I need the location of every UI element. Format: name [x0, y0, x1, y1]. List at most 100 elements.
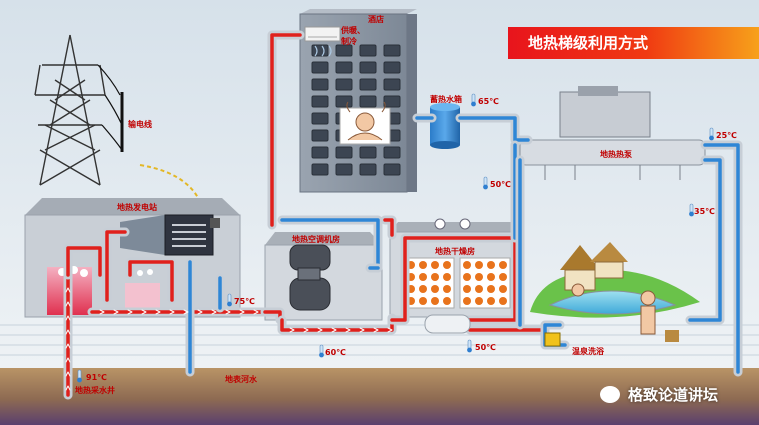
- flow-arrow: [345, 327, 351, 333]
- flow-arrow: [65, 371, 71, 377]
- produce-item: [499, 285, 507, 293]
- flow-arrow: [65, 343, 71, 349]
- produce-item: [499, 297, 507, 305]
- produce-item: [443, 273, 451, 281]
- hotel-window: [311, 95, 329, 108]
- flow-arrow: [239, 309, 245, 315]
- drying-room-label: 地热干燥房: [435, 247, 475, 256]
- flow-arrow: [155, 309, 161, 315]
- hotel-window: [383, 78, 401, 91]
- produce-item: [443, 285, 451, 293]
- pipe-flow: [390, 236, 517, 322]
- thermometer-bulb: [471, 101, 476, 107]
- produce-item: [499, 261, 507, 269]
- ac-room-label: 地热空调机房: [292, 235, 340, 244]
- produce-item: [463, 273, 471, 281]
- flow-arrow: [359, 327, 365, 333]
- produce-item: [419, 285, 427, 293]
- watermark-text: 格致论道讲坛: [628, 386, 719, 404]
- heat-pump-label: 地热热泵: [600, 150, 632, 159]
- hotel-window: [359, 146, 377, 159]
- hotel-window: [383, 44, 401, 57]
- title-banner: 地热梯级利用方式: [508, 27, 759, 59]
- flow-arrow: [303, 327, 309, 333]
- hotel-window: [311, 61, 329, 74]
- thermometer-bulb: [483, 184, 488, 190]
- hotel-window: [359, 95, 377, 108]
- thermometer-bulb: [689, 211, 694, 217]
- flow-arrow: [387, 327, 393, 333]
- produce-item: [431, 261, 439, 269]
- flow-arrow: [65, 329, 71, 335]
- power-station-label: 地热发电站: [117, 203, 157, 212]
- chat-bubble-icon: [600, 386, 620, 403]
- flow-arrow: [127, 309, 133, 315]
- geo-well-label: 地热采水井: [75, 386, 115, 395]
- flow-arrow: [113, 309, 119, 315]
- hotel-window: [359, 61, 377, 74]
- produce-item: [475, 273, 483, 281]
- produce-item: [475, 297, 483, 305]
- flow-arrow: [169, 309, 175, 315]
- flow-arrow: [141, 309, 147, 315]
- produce-item: [487, 285, 495, 293]
- power-cable-dashed: [139, 164, 206, 221]
- produce-item: [463, 297, 471, 305]
- produce-item: [463, 261, 471, 269]
- flow-arrow: [197, 309, 203, 315]
- thermometer-bulb: [319, 352, 324, 358]
- hotel-window: [335, 95, 353, 108]
- hotel-window: [383, 163, 401, 176]
- flow-arrow: [183, 309, 189, 315]
- flow-arrow: [99, 309, 105, 315]
- produce-item: [443, 261, 451, 269]
- thermometer-bulb: [77, 377, 82, 383]
- surface-water-label: 地表河水: [225, 375, 257, 384]
- ac-exchanger-icon: [424, 314, 471, 334]
- temp-91: 91℃: [86, 373, 107, 382]
- produce-item: [475, 285, 483, 293]
- pipe-flow: [66, 246, 102, 277]
- flow-arrow: [253, 309, 259, 315]
- hotel-window: [311, 112, 329, 125]
- produce-item: [419, 297, 427, 305]
- hotel-window: [335, 78, 353, 91]
- temp-75: 75℃: [234, 297, 255, 306]
- hotel-window: [335, 44, 353, 57]
- flow-arrow: [211, 309, 217, 315]
- ground-layer: [0, 368, 759, 425]
- hotel-window: [335, 61, 353, 74]
- flow-arrow: [65, 385, 71, 391]
- flow-arrow: [65, 287, 71, 293]
- thermometer-icons: [77, 93, 714, 383]
- temp-65: 65℃: [478, 97, 499, 106]
- produce-item: [431, 273, 439, 281]
- thermometer-bulb: [227, 301, 232, 307]
- hot-spring-scene: [530, 242, 700, 342]
- temp-50-tank: 50℃: [490, 180, 511, 189]
- temp-35: 35℃: [694, 207, 715, 216]
- hotel-window: [311, 78, 329, 91]
- pipe-flow: [280, 218, 380, 270]
- watermark: 格致论道讲坛: [600, 384, 718, 405]
- temp-60: 60℃: [325, 348, 346, 357]
- produce-item: [487, 297, 495, 305]
- turbine-generator-icon: [120, 214, 220, 256]
- flow-arrow: [373, 327, 379, 333]
- flow-arrow: [65, 315, 71, 321]
- produce-item: [475, 261, 483, 269]
- temp-50-drying: 50℃: [475, 343, 496, 352]
- pipe-network: [63, 30, 743, 400]
- pipe-flow: [128, 260, 174, 302]
- power-tower-icon: [34, 34, 106, 186]
- produce-item: [487, 273, 495, 281]
- temp-25: 25℃: [716, 131, 737, 140]
- hotel-window: [311, 163, 329, 176]
- hot-spring-label: 温泉洗浴: [572, 347, 604, 356]
- chiller-unit-icon: [289, 244, 331, 311]
- pipe-flow: [270, 33, 302, 227]
- pipe-flow: [688, 158, 722, 322]
- hotel-window: [311, 129, 329, 142]
- flow-arrow: [225, 309, 231, 315]
